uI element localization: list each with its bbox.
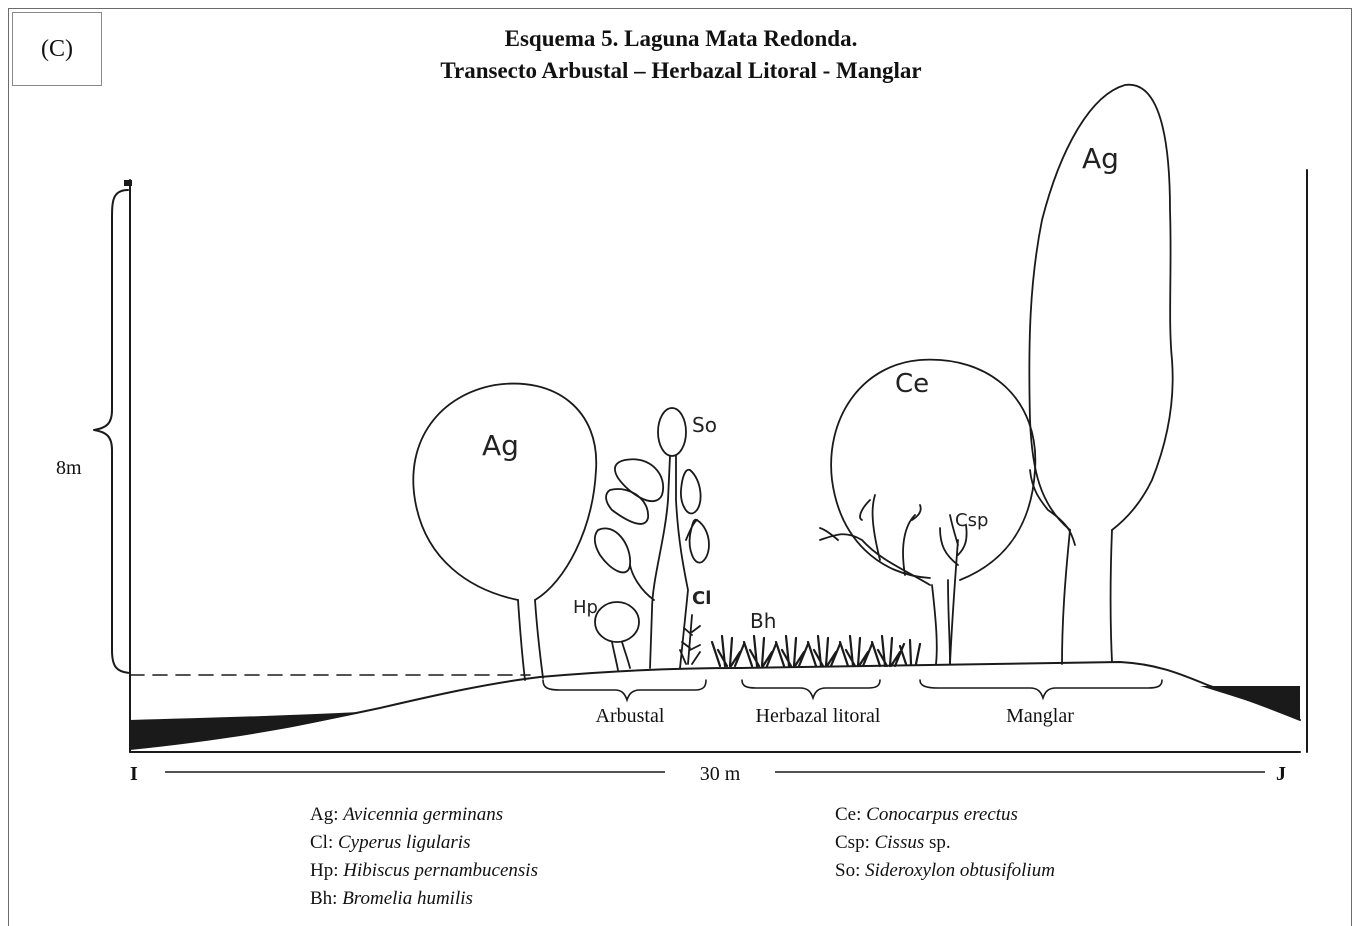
brace-manglar bbox=[919, 679, 1163, 701]
tree-ag-left-crown bbox=[412, 382, 598, 601]
figure-frame bbox=[8, 8, 1352, 926]
left-post-marker bbox=[124, 180, 132, 186]
zone-label-manglar: Manglar bbox=[1006, 705, 1074, 727]
figure-subtitle: Transecto Arbustal – Herbazal Litoral - … bbox=[440, 58, 922, 83]
mangrove-edge bbox=[1029, 469, 1076, 546]
so-leaf-top bbox=[657, 407, 687, 457]
tag-cl: Cl bbox=[692, 588, 711, 609]
ce-inner-branches bbox=[819, 494, 931, 586]
cl-plant bbox=[679, 614, 701, 665]
tag-csp: Csp bbox=[955, 510, 988, 531]
bh-rosettes bbox=[710, 634, 922, 668]
so-leaf-5 bbox=[688, 518, 710, 564]
water-right bbox=[1200, 686, 1300, 720]
zone-label-arbustal: Arbustal bbox=[596, 705, 665, 727]
tree-ag-right-trunk bbox=[1061, 529, 1113, 665]
panel-label: (C) bbox=[12, 12, 102, 86]
legend-item-csp: Csp: Cissus sp. bbox=[835, 832, 951, 853]
legend-left: Ag: Avicennia germinans Cl: Cyperus ligu… bbox=[310, 801, 538, 913]
axis-end-label: J bbox=[1276, 763, 1286, 785]
tree-ag-right-crown bbox=[1028, 84, 1174, 531]
brace-herbazal bbox=[741, 679, 881, 701]
so-leaf-2 bbox=[605, 488, 649, 525]
brace-arbustal bbox=[542, 679, 707, 703]
zone-label-herbazal: Herbazal litoral bbox=[756, 705, 881, 727]
tree-ce-trunk bbox=[931, 579, 951, 665]
axis-start-label: I bbox=[130, 763, 138, 785]
tag-ag-left: Ag bbox=[482, 429, 519, 462]
tag-so: So bbox=[692, 413, 717, 437]
legend-item-hp: Hp: Hibiscus pernambucensis bbox=[310, 860, 538, 881]
water-left bbox=[130, 712, 360, 750]
legend-item-ag: Ag: Avicennia germinans bbox=[310, 804, 504, 825]
so-branches bbox=[629, 519, 698, 601]
hp-stem bbox=[611, 641, 631, 671]
legend-item-ce: Ce: Conocarpus erectus bbox=[835, 804, 1018, 825]
figure-title: Esquema 5. Laguna Mata Redonda. bbox=[504, 26, 858, 51]
so-leaf-3 bbox=[593, 527, 631, 574]
legend-item-bh: Bh: Bromelia humilis bbox=[310, 888, 473, 909]
distance-label: 30 m bbox=[700, 763, 741, 785]
csp-vine bbox=[939, 514, 968, 665]
legend-item-so: So: Sideroxylon obtusifolium bbox=[835, 860, 1055, 881]
tag-bh: Bh bbox=[750, 609, 776, 633]
hp-crown bbox=[594, 601, 640, 643]
tree-ce-crown bbox=[830, 358, 1037, 581]
so-leaf-4 bbox=[680, 468, 702, 515]
tag-hp: Hp bbox=[573, 597, 598, 618]
legend-item-cl: Cl: Cyperus ligularis bbox=[310, 832, 471, 853]
tag-ag-right: Ag bbox=[1082, 142, 1119, 175]
so-trunk bbox=[649, 455, 689, 669]
height-brace bbox=[93, 189, 131, 674]
height-label: 8m bbox=[56, 457, 82, 479]
tree-ag-left-trunk bbox=[517, 599, 544, 681]
legend-right: Ce: Conocarpus erectus Csp: Cissus sp. S… bbox=[835, 801, 1055, 885]
tag-ce: Ce bbox=[895, 369, 929, 399]
so-leaf-1 bbox=[614, 458, 665, 502]
